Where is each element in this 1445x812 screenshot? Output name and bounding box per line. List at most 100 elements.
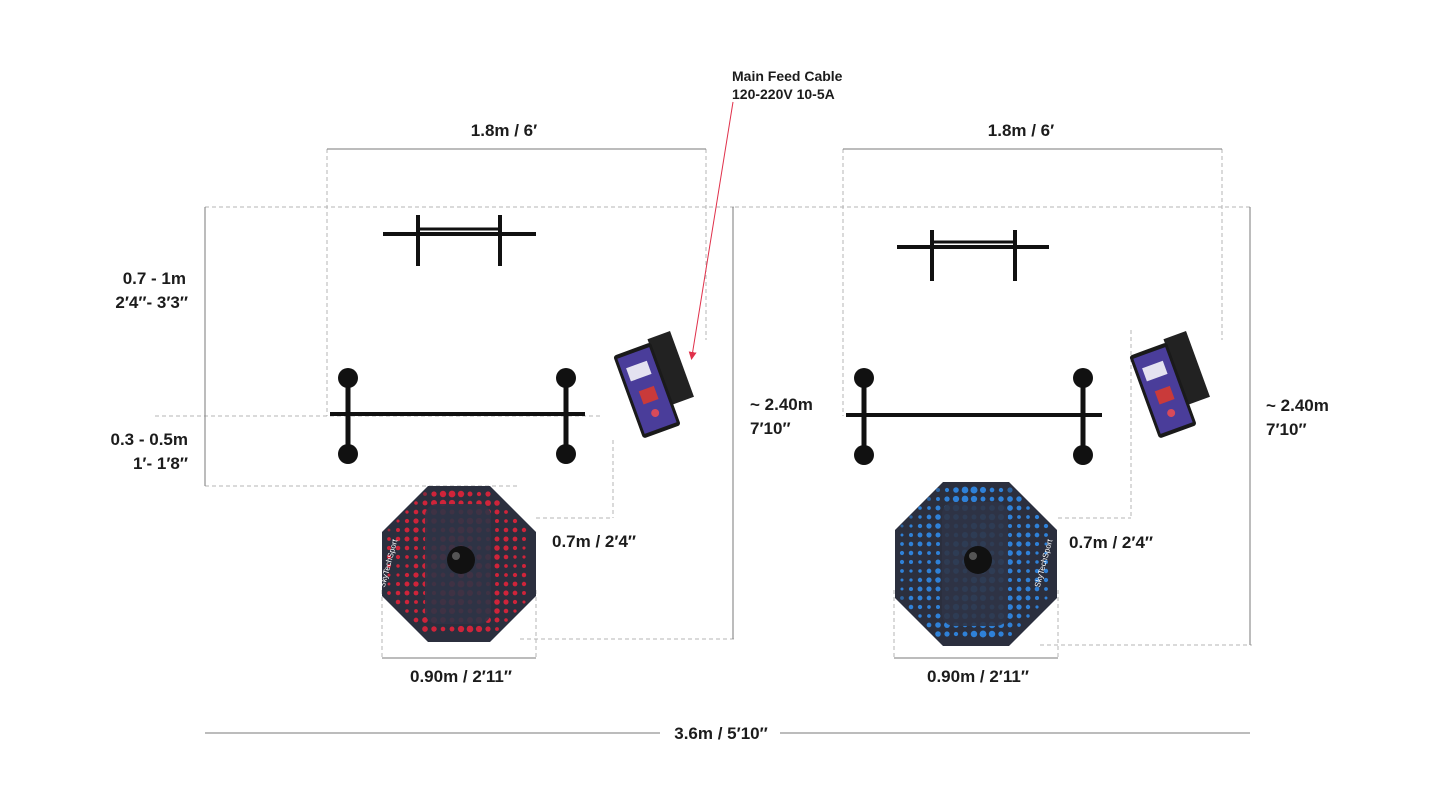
platform-dot	[1016, 613, 1022, 619]
platform-dot	[476, 491, 482, 497]
platform-dot	[917, 595, 923, 601]
base-bar-right	[846, 368, 1102, 465]
platform-dot	[1007, 595, 1013, 601]
platform-dot	[944, 496, 950, 502]
platform-width-label-left: 0.90m / 2′11′′	[410, 667, 512, 686]
platform-dot	[1044, 596, 1048, 600]
platform-dot	[917, 550, 923, 556]
platform-dot	[935, 577, 941, 583]
platform-dot	[908, 586, 914, 592]
platform-dot	[900, 596, 904, 600]
platform-dot	[1034, 541, 1040, 547]
platform-dot	[404, 581, 410, 587]
platform-dot	[413, 518, 419, 524]
platform-dot	[404, 527, 410, 533]
platform-dot	[495, 582, 499, 586]
platform-dot	[521, 581, 527, 587]
platform-dot	[1026, 614, 1030, 618]
platform-dot	[1025, 541, 1031, 547]
platform-dot	[467, 491, 473, 497]
platform-dot	[413, 527, 419, 533]
platform-dot	[1044, 551, 1048, 555]
platform-dot	[1007, 496, 1013, 502]
platform-dot	[918, 569, 922, 573]
platform-dot	[405, 564, 409, 568]
platform-dot	[944, 631, 950, 637]
platform-dot	[457, 625, 465, 633]
platform-dot	[1016, 505, 1022, 511]
platform-dot	[909, 569, 913, 573]
platform-dot	[1044, 533, 1048, 537]
platform-dot	[448, 490, 456, 498]
platform-dot	[495, 573, 499, 577]
platform-dot	[908, 532, 914, 538]
width-label-right: 1.8m / 6′	[988, 121, 1054, 140]
platform-dot	[935, 487, 941, 493]
platform-dot	[1007, 568, 1013, 574]
platform-dot	[513, 555, 517, 559]
platform-dot	[899, 559, 905, 565]
platform-dot	[413, 581, 419, 587]
platform-dot	[395, 554, 401, 560]
platform-dot	[485, 500, 491, 506]
platform-dot	[979, 486, 987, 494]
platform-dot	[1025, 577, 1031, 583]
total-depth-label-left-line2: 7′10′′	[750, 419, 791, 438]
platform-dot	[900, 524, 904, 528]
platform-dot	[918, 515, 922, 519]
platform-dot	[522, 564, 526, 568]
platform-dot	[935, 604, 941, 610]
platform-dot	[935, 568, 941, 574]
platform-dot	[1025, 550, 1031, 556]
platform-dot	[1017, 524, 1021, 528]
platform-dot	[512, 581, 518, 587]
platform-dot	[1016, 595, 1022, 601]
platform-dot	[503, 599, 509, 605]
platform-dot	[1026, 506, 1030, 510]
platform-dot	[908, 559, 914, 565]
platform-dot	[422, 617, 428, 623]
platform-dot	[936, 551, 940, 555]
platform-dot	[980, 496, 986, 502]
platform-dot	[998, 496, 1004, 502]
platform-dot	[440, 626, 446, 632]
platform-dot	[413, 572, 419, 578]
platform-dot	[917, 577, 923, 583]
platform-dot	[908, 550, 914, 556]
platform-dot	[466, 625, 474, 633]
platform-dot	[927, 506, 931, 510]
platform-dot	[1044, 587, 1048, 591]
platform-dot	[503, 536, 509, 542]
platform-dot	[953, 487, 959, 493]
platform-dot	[1044, 542, 1048, 546]
platform-dot	[521, 572, 527, 578]
platform-dot	[494, 545, 500, 551]
platform-dot	[413, 509, 419, 515]
platform-dot	[522, 546, 526, 550]
platform-dot	[1025, 595, 1031, 601]
platform-dot	[1026, 560, 1030, 564]
platform-dot	[935, 532, 941, 538]
platform-dot	[1026, 515, 1030, 519]
platform-dot	[522, 555, 526, 559]
platform-dot	[1035, 560, 1039, 564]
platform-dot	[900, 533, 904, 537]
platform-left: SkyTechSport	[378, 486, 536, 642]
platform-dot	[386, 554, 392, 560]
platform-dot	[908, 541, 914, 547]
platform-dot	[926, 586, 932, 592]
platform-dot	[917, 586, 923, 592]
depth-label-line2: 1′- 1′8″	[133, 454, 188, 473]
platform-dot	[935, 541, 941, 547]
platform-dot	[1016, 550, 1022, 556]
platform-dot	[1008, 632, 1012, 636]
platform-dot	[494, 599, 500, 605]
platform-dot	[1016, 586, 1022, 592]
platform-dot	[935, 505, 941, 511]
platform-dot	[512, 572, 518, 578]
platform-dot	[387, 582, 391, 586]
platform-dot	[1007, 559, 1013, 565]
platform-dot	[1043, 577, 1049, 583]
platform-dot	[998, 631, 1004, 637]
